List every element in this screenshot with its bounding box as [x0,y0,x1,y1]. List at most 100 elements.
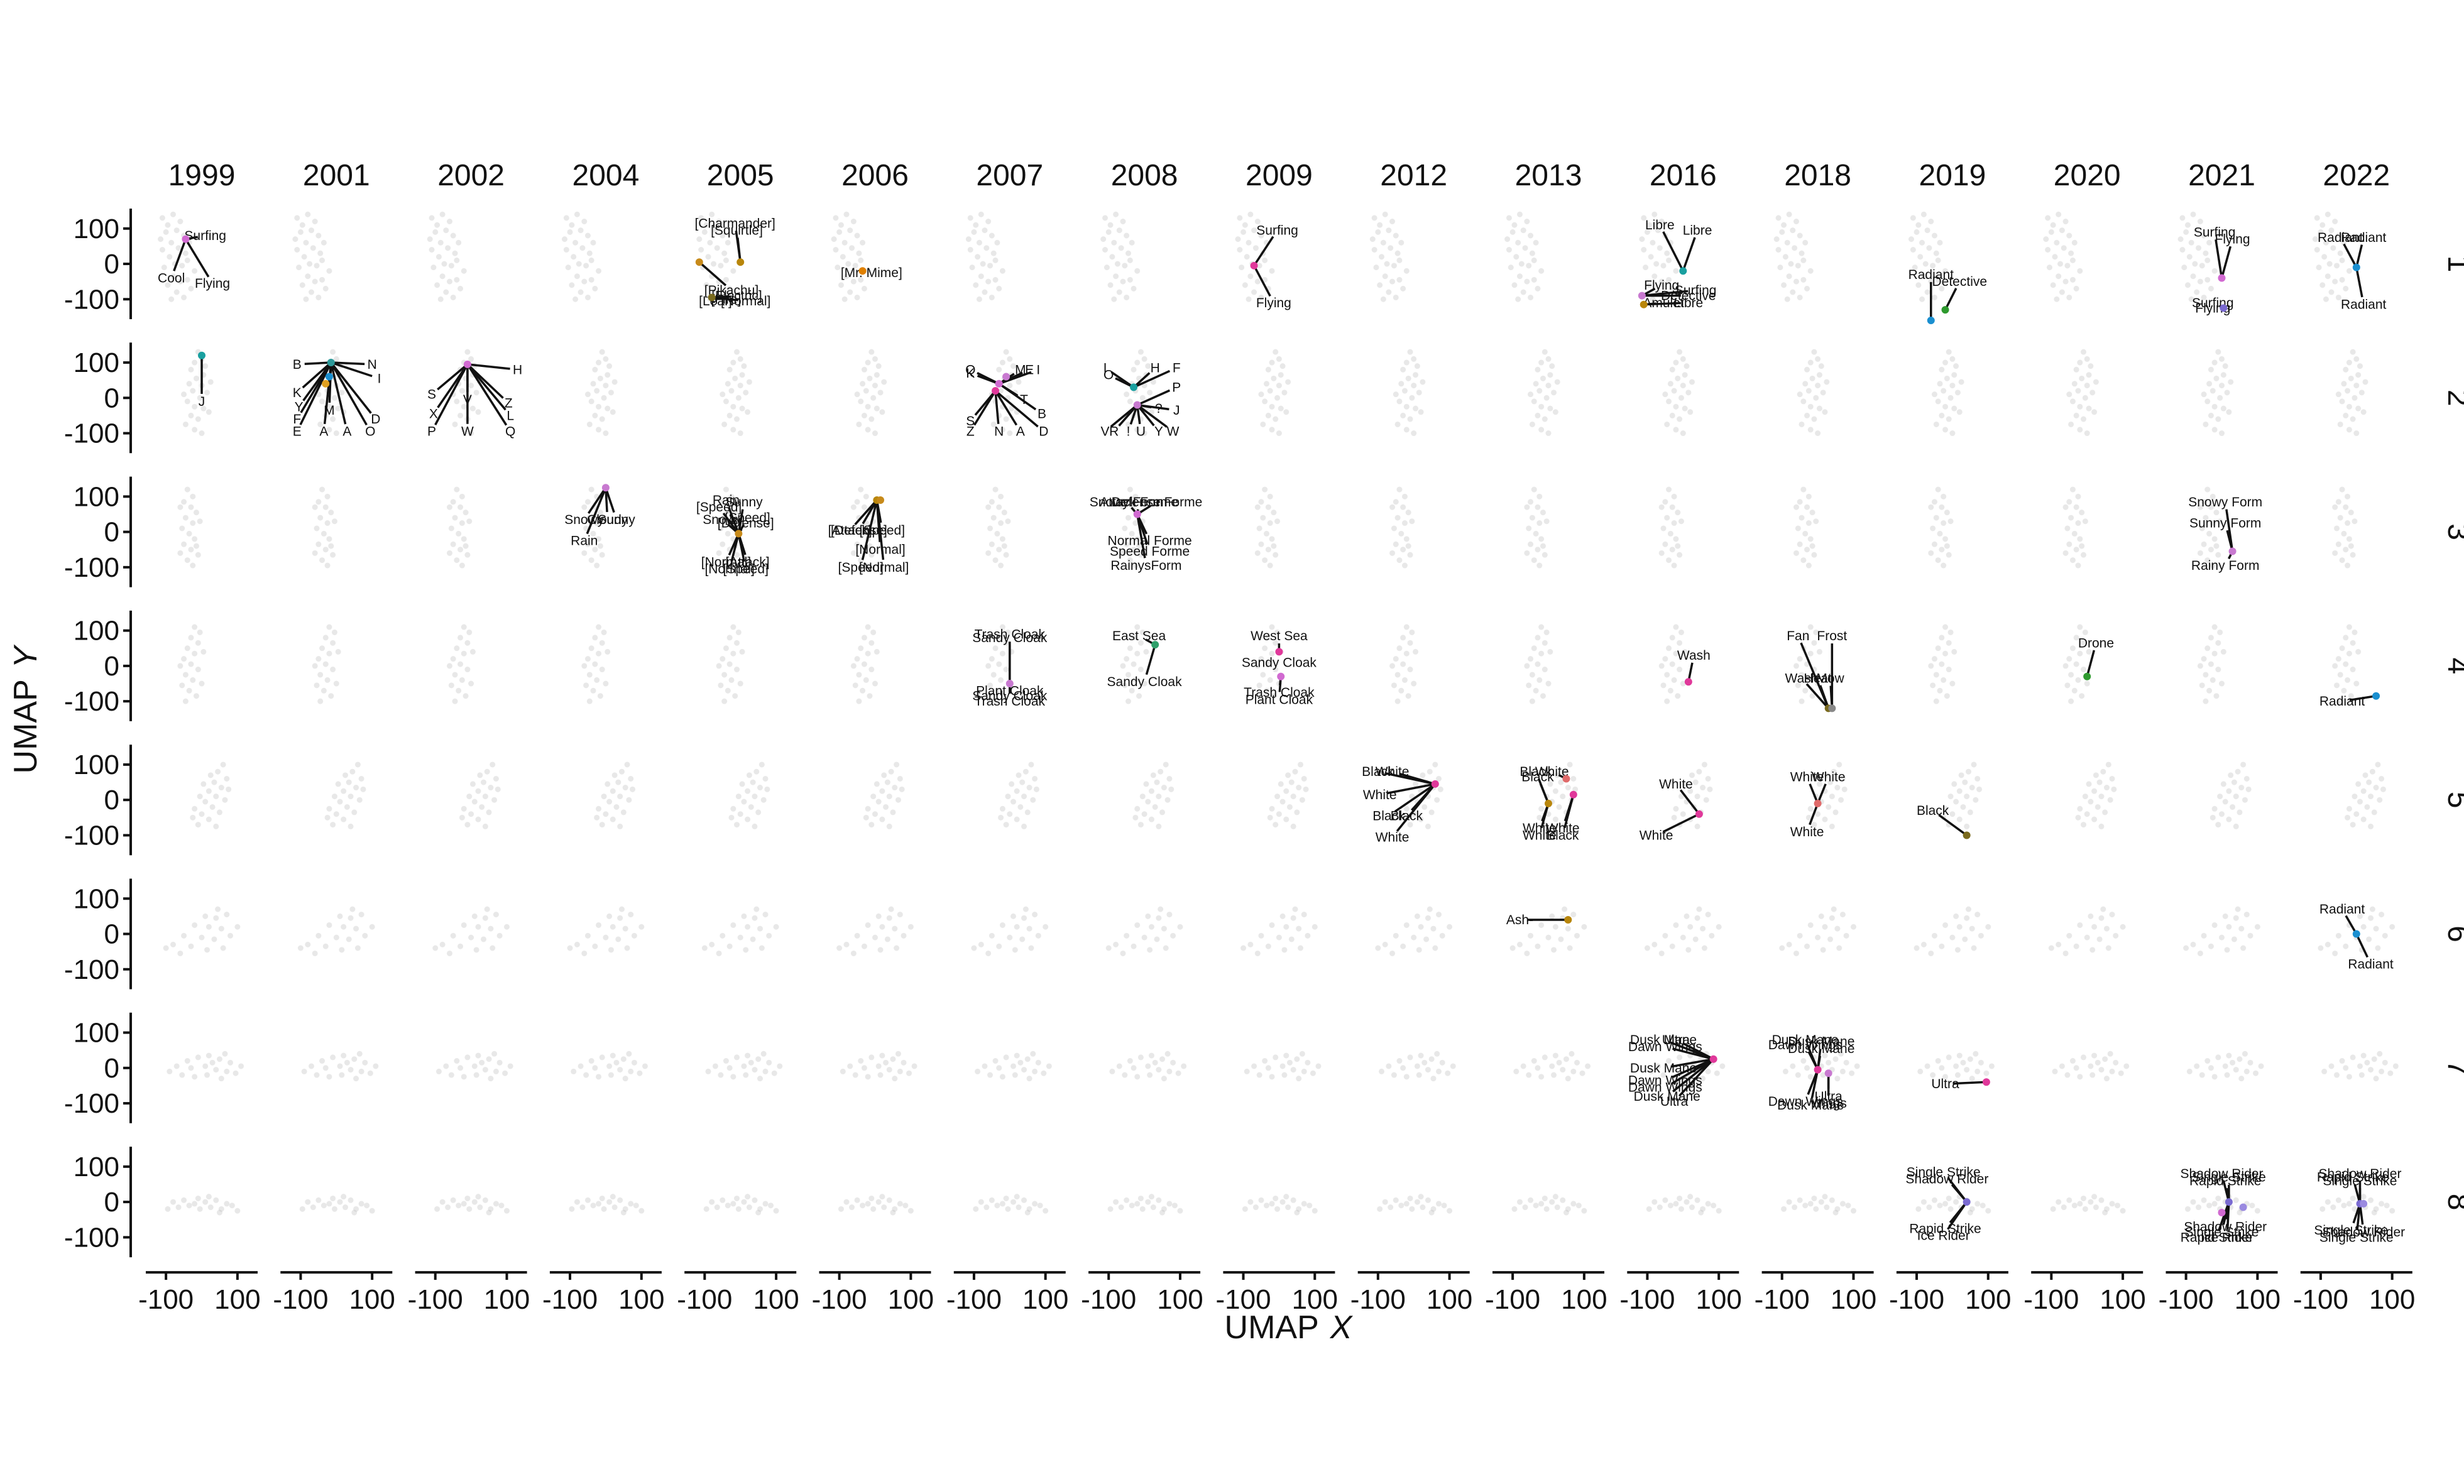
label-leader-line [184,238,210,278]
background-point [755,809,762,816]
background-point [1124,932,1130,939]
background-point [1389,663,1396,669]
background-point [563,215,569,221]
background-point [1673,427,1679,433]
background-point [1931,391,1937,398]
background-point [1114,261,1120,267]
background-point [1524,663,1530,669]
background-point [2115,1203,2121,1209]
background-point [443,227,449,234]
background-point [197,794,203,800]
x-tick-label: 100 [214,1284,260,1315]
background-point [1137,349,1144,355]
label-leader-line [1938,814,1968,836]
background-point [1299,797,1305,803]
background-point [299,222,305,228]
background-point [1279,363,1286,369]
point-label: Trash Cloak [975,627,1046,641]
background-point [2091,1194,2098,1200]
background-point [1969,925,1975,932]
background-point [592,1065,598,1071]
background-point [450,656,456,662]
background-point [1675,693,1681,699]
background-point [1177,1208,1183,1214]
background-point [2330,1204,2336,1211]
background-point [1974,1201,1981,1207]
background-point [973,282,979,288]
background-point [457,412,464,418]
background-point [1781,222,1787,228]
background-point [358,775,364,782]
point-label: Single Strike [2185,1225,2259,1240]
label-leader-line [1136,514,1146,559]
background-point [193,543,199,549]
background-point [718,525,724,532]
point-label: I [1103,361,1107,375]
background-point [1010,799,1016,805]
background-point [2358,1072,2365,1078]
background-point [2254,924,2260,930]
background-point [2105,761,2111,768]
background-point [628,775,634,782]
background-point [192,427,198,433]
background-point [1269,1074,1275,1080]
label-leader-line [1253,265,1271,297]
background-point [1935,1058,1941,1064]
background-point [578,227,584,234]
background-point [1281,947,1288,953]
background-point [596,624,602,630]
background-point [863,388,869,394]
x-tick-label: -100 [677,1284,732,1315]
background-point [441,261,447,267]
background-point [735,395,742,401]
background-point [2054,296,2060,302]
highlight-point [992,387,1000,395]
background-point [988,499,995,505]
x-tick-label: 100 [1157,1284,1203,1315]
background-point [1949,680,1956,687]
background-point [978,211,984,217]
background-point [2348,543,2354,549]
background-point [2337,515,2343,521]
background-point [617,794,623,800]
background-point [1541,1054,1548,1061]
background-point [177,950,183,956]
background-point [1273,640,1279,646]
background-point [1786,941,1792,947]
background-point [2357,1063,2363,1069]
background-point [1294,1209,1300,1216]
background-point [841,296,848,302]
label-leader-line [173,239,187,271]
background-point [1687,1194,1694,1200]
background-point [1799,421,1805,427]
background-point [2211,922,2218,928]
background-point [2082,518,2088,525]
background-point [2231,779,2237,785]
background-point [2368,1197,2374,1203]
background-point [496,932,503,939]
background-point [1942,268,1949,274]
background-point [638,1208,645,1214]
background-point [723,557,729,564]
background-point [610,1194,616,1200]
background-point [2068,515,2074,521]
background-point [1942,536,1949,542]
background-point [2357,363,2363,369]
background-point [1967,1209,1973,1216]
background-point [1145,1199,1151,1205]
background-point [883,804,889,810]
panel-background-points [1504,211,1545,302]
background-point [1547,648,1553,655]
background-point [192,268,198,274]
background-point [854,499,860,505]
background-point [1953,363,1959,369]
background-point [617,823,623,829]
highlight-point [1130,383,1138,391]
background-point [341,924,347,930]
background-point [1567,945,1573,951]
background-point [760,1050,767,1057]
background-point [1021,1197,1027,1203]
background-point [2190,273,2196,280]
background-point [299,282,305,288]
